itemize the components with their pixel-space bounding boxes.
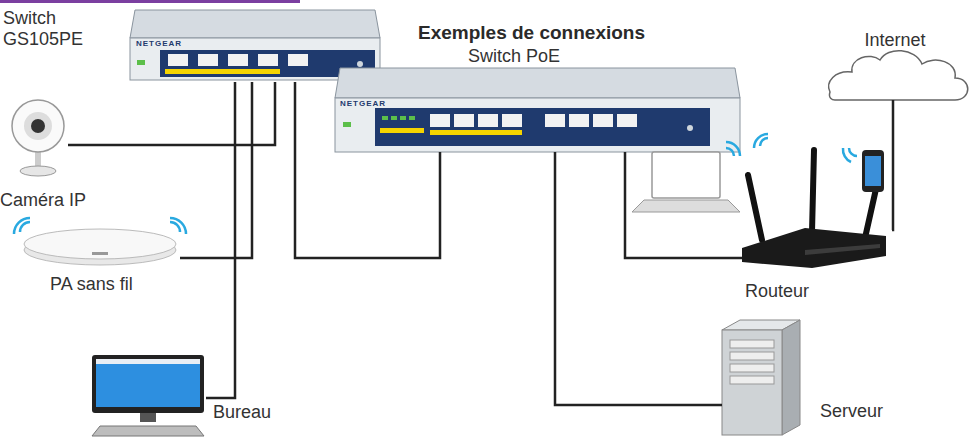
- drive-bay: [730, 364, 774, 372]
- wifi-waves: [14, 218, 30, 234]
- poe-switch: [335, 68, 740, 152]
- ethernet-port: [454, 114, 474, 127]
- ap-top: [24, 229, 176, 259]
- device-label: Switch PoE: [468, 46, 618, 67]
- access-point-device: PA sans fil: [20, 222, 180, 268]
- drive-bay: [730, 352, 774, 360]
- drive-bay: [730, 376, 774, 384]
- internet-cloud-node: Internet: [815, 20, 975, 100]
- status-led: [137, 60, 145, 65]
- status-led: [391, 116, 397, 120]
- reset-button: [687, 125, 693, 131]
- internet-cloud: [829, 51, 968, 100]
- poe-strip: [430, 130, 522, 135]
- device-label: Switch GS105PE: [3, 8, 113, 50]
- device-label: Caméra IP: [0, 190, 130, 211]
- network-cable: [892, 100, 893, 230]
- ethernet-port: [228, 54, 248, 66]
- switch-panel: [375, 108, 710, 146]
- phone-body: [862, 150, 884, 192]
- server-tower: [722, 320, 800, 435]
- poe-strip: [165, 69, 280, 74]
- device-label: Routeur: [745, 281, 865, 302]
- desktop-device: Bureau: [88, 352, 206, 437]
- router-antenna: [748, 175, 762, 240]
- device-label: Internet: [815, 30, 975, 51]
- device-label: PA sans fil: [50, 274, 190, 295]
- reset-button: [357, 61, 363, 67]
- ip-camera: [12, 100, 64, 176]
- ethernet-port: [198, 54, 218, 66]
- router-antenna: [812, 150, 814, 232]
- diagram-title: Exemples de connexions: [418, 22, 645, 44]
- poe-strip: [380, 128, 424, 133]
- screen-bar: [96, 359, 200, 364]
- ethernet-port: [168, 54, 188, 66]
- monitor-frame: [92, 355, 204, 413]
- ethernet-port: [258, 54, 278, 66]
- ethernet-port: [430, 114, 450, 127]
- ethernet-port: [617, 114, 637, 127]
- smartphone: [843, 148, 884, 192]
- network-cable: [555, 152, 722, 405]
- server-device: Serveur: [722, 318, 802, 437]
- monitor-stand: [140, 413, 156, 422]
- server-side: [782, 320, 800, 435]
- switch-device: Switch PoE: [335, 68, 740, 152]
- status-led: [409, 116, 415, 120]
- drive-bay: [730, 340, 774, 348]
- router: [742, 134, 886, 268]
- phone-screen: [865, 156, 881, 186]
- laptop-base: [632, 200, 740, 212]
- accent-bar: [0, 0, 300, 3]
- ethernet-port: [569, 114, 589, 127]
- router-body: [742, 228, 886, 268]
- laptop: [632, 142, 740, 212]
- network-cable: [295, 82, 440, 258]
- access-point: [14, 218, 186, 265]
- camera-body: [12, 100, 64, 152]
- wifi-waves: [726, 142, 740, 156]
- camera-ring: [24, 112, 52, 140]
- ethernet-port: [478, 114, 498, 127]
- switch-top: [335, 68, 740, 98]
- router-stripe: [805, 244, 880, 255]
- ethernet-port: [502, 114, 522, 127]
- wifi-waves: [170, 218, 186, 234]
- wifi-waves: [843, 148, 857, 162]
- router-device: Routeur: [742, 140, 892, 270]
- desktop-computer: [92, 355, 204, 436]
- network-cable: [206, 82, 235, 398]
- ap-led: [92, 252, 108, 255]
- status-led: [343, 122, 351, 127]
- switch-front: [335, 98, 740, 152]
- device-label: Serveur: [820, 401, 930, 422]
- status-led: [382, 116, 388, 120]
- brand-logo: NETGEAR: [340, 99, 386, 108]
- ethernet-port: [288, 54, 308, 66]
- network-cable: [180, 82, 252, 258]
- camera-device: Caméra IP: [12, 98, 68, 178]
- brand-logo: NETGEAR: [136, 39, 182, 48]
- laptop-screen: [652, 152, 720, 198]
- network-cable: [68, 82, 275, 145]
- ethernet-port: [545, 114, 565, 127]
- camera-lens: [31, 119, 45, 133]
- server-front: [722, 330, 782, 435]
- status-led: [400, 116, 406, 120]
- monitor-screen: [96, 359, 200, 407]
- network-cable: [625, 152, 742, 258]
- wifi-waves: [754, 134, 768, 148]
- keyboard: [92, 426, 204, 436]
- switch-top: [130, 10, 380, 38]
- ethernet-port: [593, 114, 613, 127]
- device-label: Bureau: [213, 402, 313, 423]
- camera-base: [20, 166, 56, 176]
